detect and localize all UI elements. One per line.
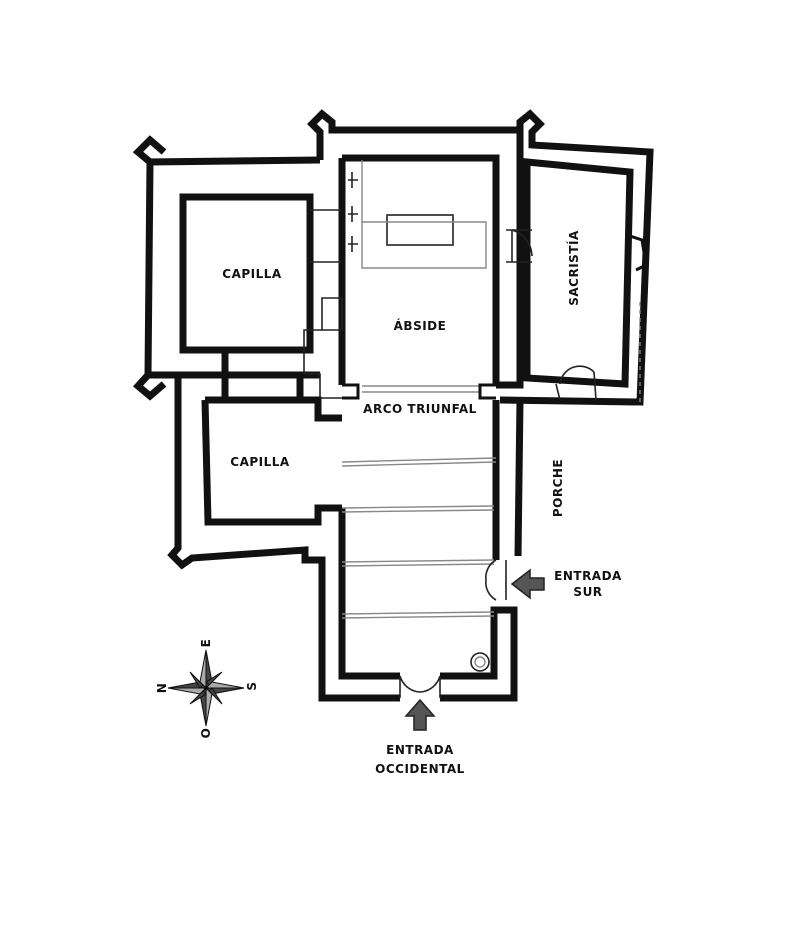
entrance-west-label-line1: ENTRADA — [386, 743, 454, 757]
room-label-arco-triunfal: ARCO TRIUNFAL — [363, 402, 477, 416]
room-label-porche: PORCHE — [551, 459, 565, 517]
compass-west-label: O — [199, 728, 213, 739]
compass-rose-icon — [167, 649, 245, 727]
entrance-south-label-line2: SUR — [573, 585, 602, 599]
outer-walls — [132, 109, 654, 702]
west-entrance-arrow — [404, 698, 436, 731]
room-label-sacristia: SACRISTÍA — [566, 230, 581, 306]
altar — [386, 214, 454, 246]
entrance-west-label-line2: OCCIDENTAL — [375, 762, 465, 776]
compass-east-label: E — [199, 639, 213, 648]
baptismal-font — [470, 652, 490, 672]
room-label-capilla-north: CAPILLA — [222, 267, 282, 281]
interior-details — [303, 160, 641, 698]
entrance-south-label-line1: ENTRADA — [554, 569, 622, 583]
compass-north-label: N — [155, 683, 169, 694]
compass-south-label: S — [245, 681, 259, 690]
south-entrance-arrow — [510, 568, 545, 600]
room-label-capilla-south: CAPILLA — [230, 455, 290, 469]
room-label-abside: ÁBSIDE — [394, 318, 447, 333]
